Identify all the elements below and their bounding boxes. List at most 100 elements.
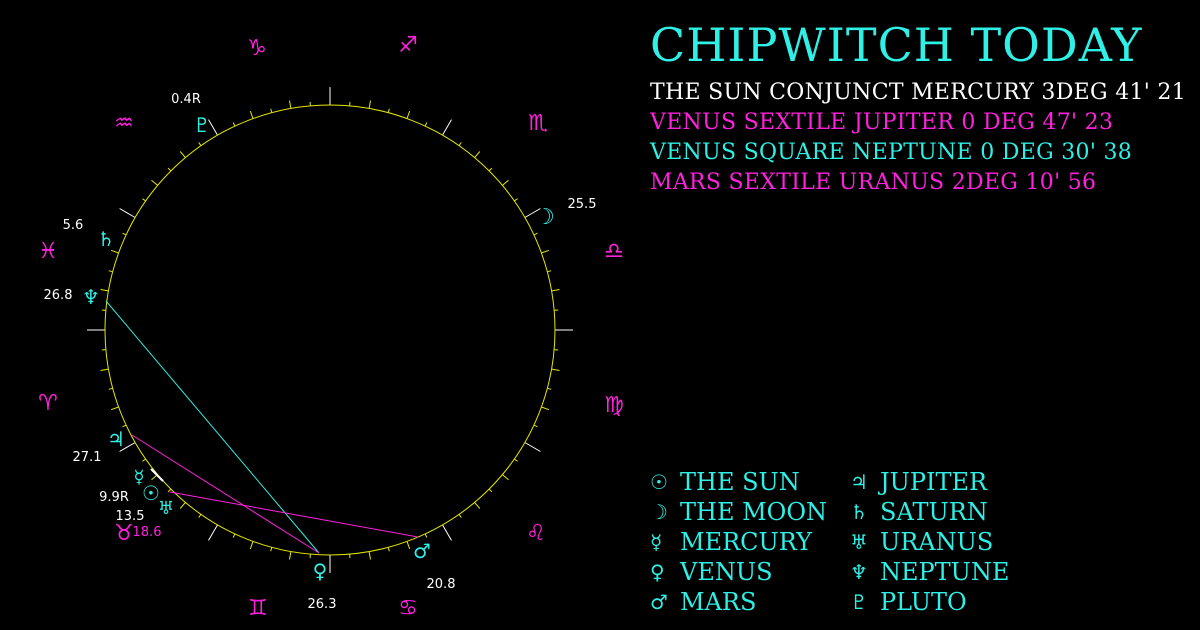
aspect-item: MARS SEXTILE URANUS 2DEG 10' 56 — [650, 170, 1097, 195]
gemini-sign-icon: ♊ — [248, 596, 268, 621]
degree-tick — [474, 502, 481, 509]
libra-sign-icon: ♎ — [604, 239, 624, 264]
jupiter-icon: ♃ — [850, 470, 868, 494]
moon-glyph-icon: ☽ — [535, 205, 555, 230]
degree-tick — [406, 110, 411, 119]
pisces-sign-icon: ♓ — [38, 239, 58, 264]
degree-tick — [524, 208, 541, 218]
sagittarius-sign-icon: ♐ — [398, 33, 418, 58]
degree-tick — [524, 442, 541, 452]
legend-venus: ♀ VENUS — [650, 557, 850, 587]
degree-tick — [502, 179, 509, 186]
degree-tick — [541, 406, 550, 411]
degree-tick — [442, 524, 452, 541]
cancer-sign-icon: ♋ — [398, 596, 418, 621]
neptune-icon: ♆ — [850, 560, 868, 584]
ring-highlight-mark — [150, 468, 164, 482]
degree-tick — [488, 167, 493, 172]
degree-tick — [270, 108, 273, 113]
degree-tick — [249, 110, 254, 119]
mercury-icon: ☿ — [650, 530, 663, 554]
degree-tick — [198, 514, 202, 518]
degree-tick — [387, 108, 390, 113]
aquarius-sign-icon: ♒ — [114, 111, 134, 136]
mars-icon: ♂ — [650, 590, 668, 614]
page-title: CHIPWITCH TODAY — [650, 18, 1143, 72]
neptune-glyph-icon: ♆ — [82, 285, 100, 309]
degree-tick — [514, 198, 518, 202]
degree-tick — [142, 458, 146, 462]
legend-mercury: ☿ MERCURY — [650, 527, 850, 557]
pluto-icon: ♇ — [850, 590, 868, 614]
mars-glyph-icon: ♂ — [413, 539, 431, 563]
sun-degree-label: 13.5 — [116, 509, 145, 524]
aspect-item: VENUS SQUARE NEPTUNE 0 DEG 30' 38 — [650, 140, 1133, 165]
jupiter-degree-label: 27.1 — [73, 450, 102, 465]
neptune-degree-label: 26.8 — [44, 288, 73, 303]
degree-tick — [108, 387, 113, 390]
degree-tick — [387, 547, 390, 552]
venus-glyph-icon: ♀ — [313, 559, 328, 583]
capricorn-sign-icon: ♑ — [247, 36, 267, 61]
degree-tick — [179, 502, 186, 509]
legend-saturn: ♄ SATURN — [850, 497, 1030, 527]
degree-tick — [551, 289, 560, 292]
venus-icon: ♀ — [650, 560, 665, 584]
degree-tick — [547, 270, 552, 273]
degree-ticks — [87, 87, 573, 573]
mercury-glyph-icon: ☿ — [133, 467, 144, 488]
uranus-glyph-icon: ♅ — [158, 498, 174, 519]
leo-sign-icon: ♌ — [526, 521, 546, 546]
legend-label: SATURN — [880, 498, 988, 526]
legend-moon: ☽THE MOON — [650, 497, 850, 527]
taurus-sign-icon: ♉ — [114, 521, 134, 546]
degree-tick — [119, 208, 136, 218]
legend-label: MARS — [680, 588, 757, 616]
degree-tick — [110, 406, 119, 411]
legend-label: VENUS — [680, 558, 773, 586]
uranus-icon: ♅ — [850, 530, 868, 554]
legend-jupiter: ♃JUPITER — [850, 467, 1030, 497]
degree-tick — [533, 232, 538, 236]
degree-tick — [514, 458, 518, 462]
degree-tick — [100, 289, 109, 292]
pluto-glyph-icon: ♇ — [193, 113, 211, 137]
degree-tick — [167, 488, 172, 493]
legend-label: URANUS — [880, 528, 994, 556]
degree-tick — [406, 541, 411, 550]
degree-tick — [541, 249, 550, 254]
pluto-degree-label: 0.4R — [171, 92, 201, 107]
degree-tick — [151, 179, 158, 186]
degree-tick — [547, 387, 552, 390]
moon-icon: ☽ — [650, 500, 668, 524]
legend-uranus: ♅ URANUS — [850, 527, 1030, 557]
uranus-degree-label: 18.6 — [133, 525, 162, 540]
aries-sign-icon: ♈ — [38, 391, 58, 416]
scorpio-sign-icon: ♏ — [528, 111, 548, 136]
degree-tick — [502, 474, 509, 481]
degree-tick — [289, 551, 292, 560]
legend-neptune: ♆ NEPTUNE — [850, 557, 1030, 587]
mars-degree-label: 20.8 — [427, 577, 456, 592]
legend-mars: ♂ MARS — [650, 587, 850, 617]
jupiter-glyph-icon: ♃ — [107, 427, 125, 451]
degree-tick — [458, 514, 462, 518]
degree-tick — [119, 442, 136, 452]
saturn-glyph-icon: ♄ — [97, 227, 115, 251]
degree-tick — [122, 424, 127, 428]
saturn-icon: ♄ — [850, 500, 868, 524]
degree-tick — [458, 142, 462, 146]
venus-degree-label: 26.3 — [308, 597, 337, 612]
legend-label: MERCURY — [680, 528, 812, 556]
aspect-item: VENUS SEXTILE JUPITER 0 DEG 47' 23 — [650, 110, 1114, 135]
aspect-line-venus-neptune — [105, 300, 320, 554]
legend-label: THE SUN — [680, 468, 800, 496]
virgo-sign-icon: ♍ — [604, 393, 624, 418]
planet-legend: ☉THE SUN ♃JUPITER ☽THE MOON ♄ SATURN ☿ MER… — [650, 467, 1030, 617]
legend-label: NEPTUNE — [880, 558, 1010, 586]
legend-sun: ☉THE SUN — [650, 467, 850, 497]
degree-tick — [142, 198, 146, 202]
sun-glyph-icon: ☉ — [142, 481, 160, 505]
degree-tick — [179, 151, 186, 158]
